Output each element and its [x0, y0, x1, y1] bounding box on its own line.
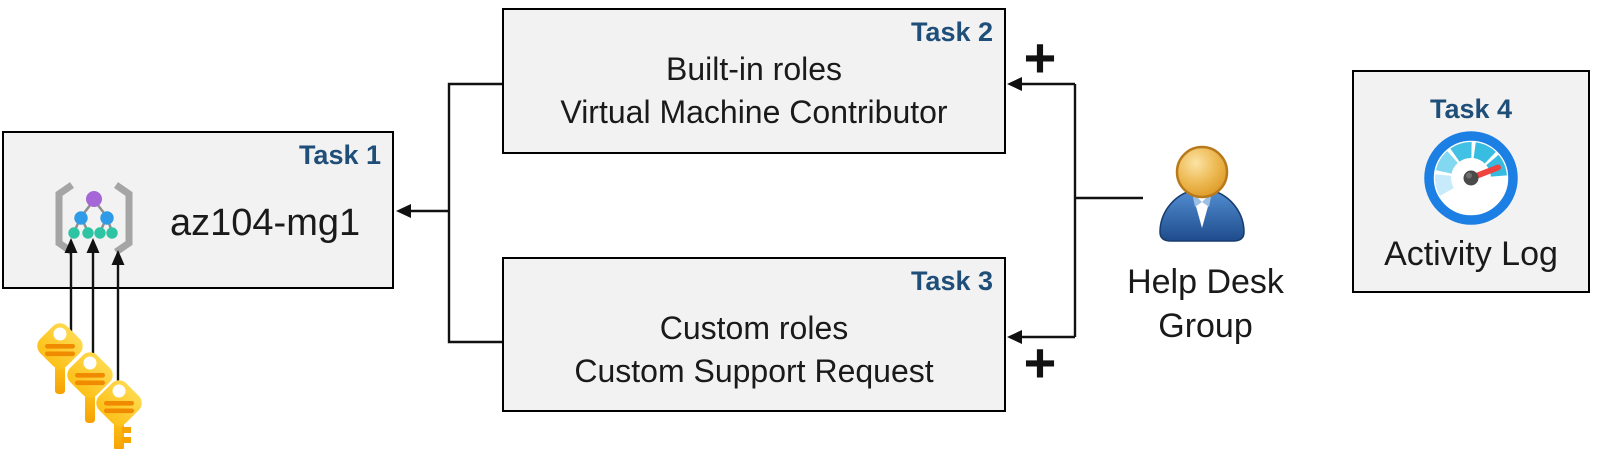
task2-line2: Virtual Machine Contributor	[560, 94, 948, 130]
task2-line1: Built-in roles	[665, 51, 843, 87]
activity-log-caption: Activity Log	[1384, 235, 1558, 273]
task3-line2: Custom Support Request	[574, 353, 934, 389]
user-icon	[1159, 145, 1245, 242]
task1-box: Task 1 az104-mg1	[2, 131, 394, 289]
help-desk-line1: Help Desk	[1127, 263, 1284, 301]
key-icon-3	[92, 376, 146, 449]
task3-label: Task 3	[910, 266, 993, 296]
plus-icon-top: +	[1023, 26, 1057, 89]
management-group-icon	[55, 182, 133, 255]
key-icons	[33, 319, 146, 449]
activity-log-gauge-icon	[1424, 131, 1518, 225]
task3-box: Task 3 Custom roles Custom Support Reque…	[502, 257, 1006, 412]
arrowhead-to-task1	[396, 204, 411, 218]
help-desk-line2: Group	[1158, 307, 1253, 345]
task3-line1: Custom roles	[659, 310, 849, 346]
task2-box: Task 2 Built-in roles Virtual Machine Co…	[502, 8, 1006, 154]
help-desk-group-label: Help Desk Group	[1108, 260, 1303, 348]
task2-label: Task 2	[910, 17, 993, 47]
task1-label: Task 1	[298, 140, 381, 170]
task4-box: Task 4 Activity Log	[1352, 70, 1590, 293]
task4-label: Task 4	[1429, 94, 1513, 124]
management-group-name: az104-mg1	[170, 202, 361, 244]
left-bracket-connector	[447, 82, 502, 344]
plus-icon-bottom: +	[1023, 331, 1057, 394]
